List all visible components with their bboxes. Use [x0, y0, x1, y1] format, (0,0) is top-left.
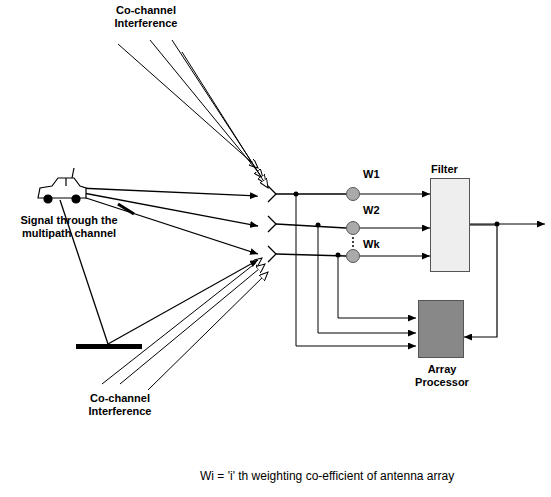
interference-label: Co-channel Interference: [70, 392, 170, 418]
connector: [360, 193, 430, 194]
car: [38, 168, 86, 203]
node-label: Array Processor: [405, 363, 479, 389]
antennas: [268, 186, 346, 262]
interference-label: Co-channel Interference: [96, 4, 196, 30]
weight-circle: Wk: [346, 249, 360, 263]
multipath-rays: [60, 188, 258, 344]
node-label: Wk: [363, 238, 380, 251]
connector: [360, 255, 430, 256]
filter-box: Filter: [430, 178, 470, 272]
node-label: Filter: [431, 163, 458, 176]
signal-label: Signal through the multipath channel: [4, 214, 134, 240]
weight-circle: W1: [346, 187, 360, 201]
node-label: W1: [363, 168, 380, 181]
interference-rays: [102, 40, 268, 390]
legend-note: Wi = 'i' th weighting co-efficient of an…: [200, 470, 540, 483]
processor-box: Array Processor: [418, 300, 464, 358]
node-label: W2: [363, 204, 380, 217]
reflector: [76, 344, 142, 349]
weight-circle: W2: [346, 221, 360, 235]
connector: [360, 227, 430, 228]
